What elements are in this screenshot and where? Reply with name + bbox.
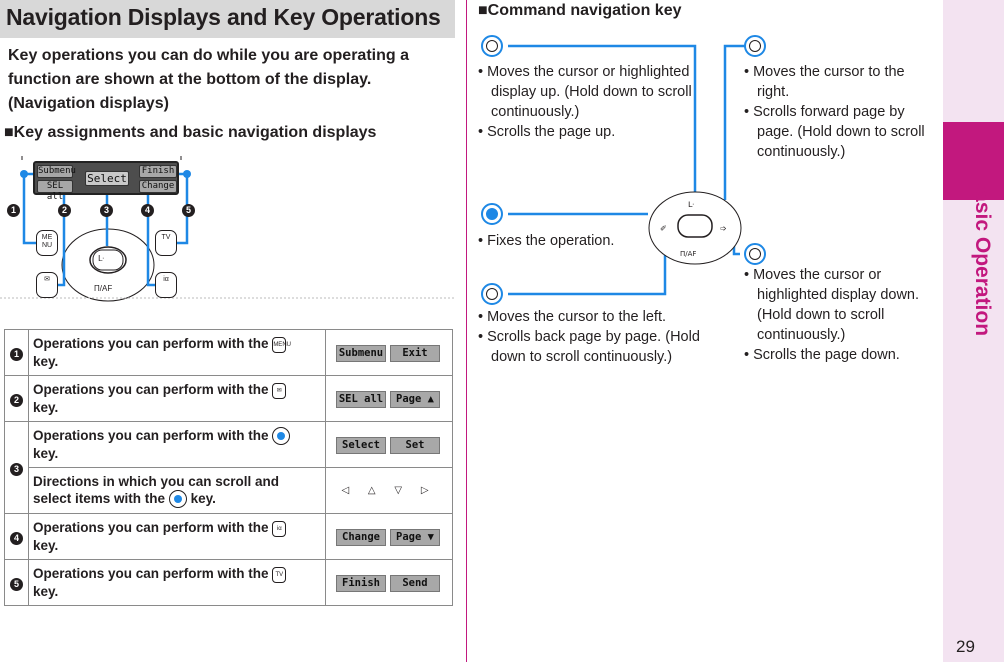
command-down-description: • Moves the cursor or highlighted displa… [744, 265, 939, 365]
row-text: Operations you can perform with the [33, 382, 269, 398]
row-key-suffix: key. [190, 490, 216, 506]
mail-key-icon: ✉ [272, 382, 287, 399]
af-key-icon: Π/AF [94, 284, 113, 293]
table-row: 5 Operations you can perform with the TV… [4, 559, 453, 606]
page-number: 29 [956, 637, 975, 656]
menu-key-icon: MENU [272, 336, 291, 353]
row-key-suffix: key. [33, 537, 59, 553]
command-left-description: • Moves the cursor to the left. • Scroll… [478, 307, 718, 367]
description-item: • Moves the cursor to the left. [478, 309, 667, 325]
intro-text: Key operations you can do while you are … [8, 47, 409, 112]
softkey-finish: Finish [139, 165, 177, 178]
softkey-label: Change [336, 529, 386, 546]
number-badge-4: 4 [141, 204, 154, 217]
command-right-description: • Moves the cursor to the right. • Scrol… [744, 62, 939, 162]
scroll-direction-arrows: ◁ △ ▽ ▷ [325, 467, 453, 514]
nav-down-icon [744, 243, 766, 265]
row-text: Directions in which you can scroll and s… [33, 473, 280, 506]
table-row: 2 Operations you can perform with the ✉ k… [4, 375, 453, 422]
row-key-suffix: key. [33, 583, 59, 599]
row-number: 5 [10, 578, 23, 591]
softkey-label: Select [336, 437, 386, 454]
softkey-label: Exit [390, 345, 440, 362]
softkey-label: SEL all [336, 391, 386, 408]
description-item: • Scrolls forward page by page. (Hold do… [744, 104, 925, 160]
title-bar: Navigation Displays and Key Operations [0, 0, 455, 38]
i-appli-key-icon: iα [155, 272, 177, 298]
softkey-label: Set [390, 437, 440, 454]
svg-text:ᒷ: ᒷ [688, 200, 694, 209]
page-divider [466, 0, 467, 662]
description-item: • Scrolls the page down. [744, 347, 900, 363]
nav-center-icon [481, 203, 503, 225]
softkey-change: Change [139, 180, 177, 193]
row-number: 2 [10, 394, 23, 407]
command-center-description: • Fixes the operation. [478, 231, 678, 251]
row-text: Operations you can perform with the [33, 566, 269, 582]
description-item: • Moves the cursor or highlighted displa… [744, 267, 920, 343]
svg-text:➩: ➩ [720, 224, 727, 233]
nav-right-icon [744, 35, 766, 57]
softkey-label: Page ▲ [390, 391, 440, 408]
row-text: Operations you can perform with the [33, 336, 269, 352]
sidebar [943, 0, 1004, 662]
mail-key-icon: ✉ [36, 272, 58, 298]
softkey-submenu: Submenu [37, 165, 76, 178]
table-row: 3 Operations you can perform with the ke… [4, 421, 453, 514]
page-title: Navigation Displays and Key Operations [6, 4, 441, 30]
svg-text:✐: ✐ [660, 224, 667, 233]
row-key-suffix: key. [33, 446, 59, 462]
sidebar-section-label: Basic Operation [971, 175, 994, 337]
section-heading-key-assignments: ■Key assignments and basic navigation di… [4, 124, 377, 141]
table-row: 1 Operations you can perform with the ME… [4, 329, 453, 376]
table-row: Directions in which you can scroll and s… [5, 467, 453, 514]
row-number: 4 [10, 532, 23, 545]
description-item: • Fixes the operation. [478, 233, 615, 249]
nav-key-icon [168, 490, 187, 509]
softkey-label: Page ▼ [390, 529, 440, 546]
svg-text:Π/AF: Π/AF [680, 250, 696, 258]
softkey-label: Finish [336, 575, 386, 592]
table-row: 4 Operations you can perform with the iα… [4, 513, 453, 560]
number-badge-2: 2 [58, 204, 71, 217]
number-badge-5: 5 [182, 204, 195, 217]
description-item: • Scrolls the page up. [478, 124, 616, 140]
softkey-label: Send [390, 575, 440, 592]
tv-camera-key-icon: TV [155, 230, 177, 256]
row-number: 3 [10, 463, 23, 476]
softkey-select: Select [85, 171, 129, 186]
up-key-icon: ᒷ [98, 254, 105, 263]
number-badge-1: 1 [7, 204, 20, 217]
row-text: Operations you can perform with the [33, 520, 269, 536]
row-key-suffix: key. [33, 353, 59, 369]
softkey-label: Submenu [336, 345, 386, 362]
description-item: • Moves the cursor to the right. [744, 64, 905, 100]
i-appli-key-icon: iα [272, 520, 287, 537]
row-key-suffix: key. [33, 399, 59, 415]
softkey-sel-all: SEL all [37, 180, 73, 202]
description-item: • Moves the cursor or highlighted displa… [478, 64, 692, 120]
tv-camera-key-icon: TV [272, 566, 287, 583]
key-table: 1 Operations you can perform with the ME… [4, 329, 453, 606]
nav-left-icon [481, 283, 503, 305]
menu-key-icon: ME NU [36, 230, 58, 256]
command-up-description: • Moves the cursor or highlighted displa… [478, 62, 693, 142]
nav-key-icon [272, 427, 291, 446]
description-item: • Scrolls back page by page. (Hold down … [478, 329, 700, 365]
row-text: Operations you can perform with the [33, 427, 269, 443]
section-heading-command-navigation: ■Command navigation key [478, 2, 682, 19]
sidebar-tab-marker [943, 122, 1004, 200]
row-number: 1 [10, 348, 23, 361]
display-screen: Submenu SEL all Select Finish Change [33, 161, 179, 202]
nav-up-icon [481, 35, 503, 57]
number-badge-3: 3 [100, 204, 113, 217]
